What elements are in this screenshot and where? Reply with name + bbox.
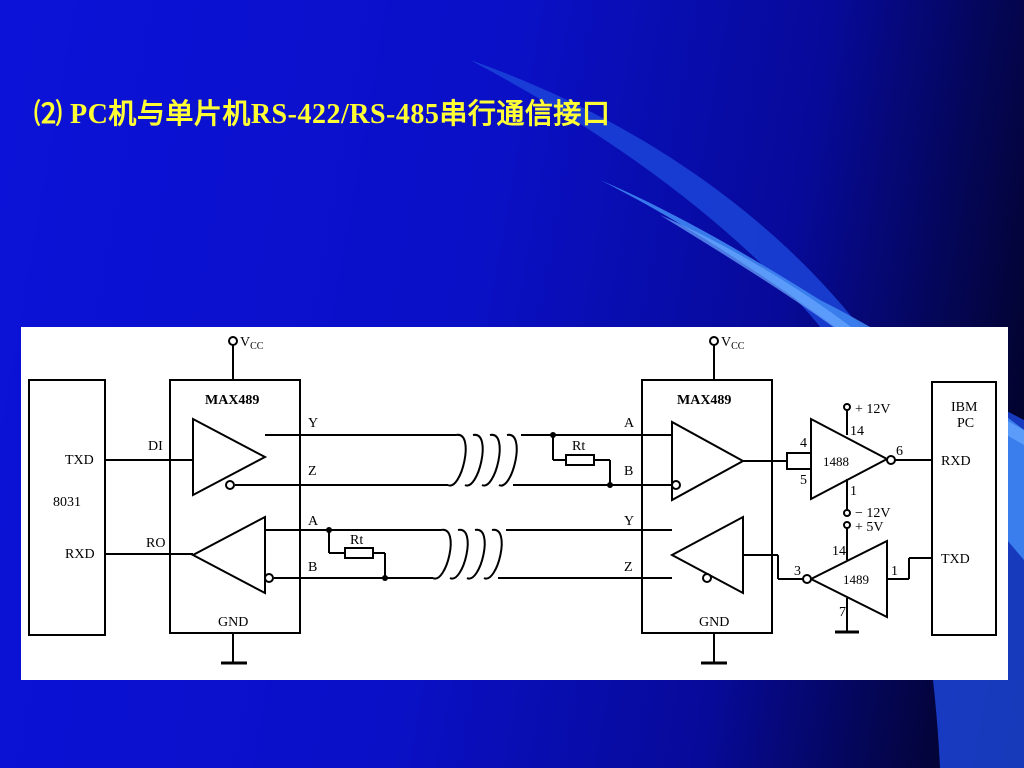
- ic1488-pin4: 4: [800, 436, 807, 451]
- mcu-name-label: 8031: [53, 495, 81, 510]
- left-driver-inv-bubble: [225, 480, 235, 490]
- ic1489-pin14: 14: [832, 544, 846, 559]
- mcu-rxd-label: RXD: [65, 547, 95, 562]
- right-y-label: Y: [624, 514, 634, 529]
- left-rt-label: Rt: [350, 533, 363, 548]
- right-max489-box: [641, 379, 773, 634]
- left-vcc-label: VCC: [240, 335, 264, 352]
- mcu-8031-box: [28, 379, 106, 636]
- pc-name-line1: IBM: [951, 400, 978, 415]
- pc-name-line2: PC: [957, 416, 974, 431]
- ic1488-pin1: 1: [850, 484, 857, 499]
- left-receiver: [190, 515, 266, 595]
- ic1489-pin7: 7: [839, 605, 846, 620]
- ic1488-vn-label: − 12V: [855, 506, 891, 521]
- left-gnd-label: GND: [218, 615, 248, 630]
- ic1488-pin14: 14: [850, 424, 864, 439]
- left-chip-name: MAX489: [205, 393, 259, 408]
- ic1488-vp-label: + 12V: [855, 402, 891, 417]
- left-di-label: DI: [148, 439, 163, 454]
- mcu-txd-label: TXD: [65, 453, 94, 468]
- ic1488-pin5: 5: [800, 473, 807, 488]
- left-b-label: B: [308, 560, 317, 575]
- right-b-label: B: [624, 464, 633, 479]
- right-gnd-label: GND: [699, 615, 729, 630]
- left-driver: [192, 417, 268, 497]
- right-a-label: A: [624, 416, 635, 431]
- pc-txd-label: TXD: [941, 552, 970, 567]
- left-max489-box: [169, 379, 301, 634]
- slide-title: ⑵ PC机与单片机RS-422/RS-485串行通信接口: [34, 99, 611, 130]
- right-receiver: [671, 420, 746, 502]
- ic1488-name: 1488: [823, 454, 849, 469]
- right-z-label: Z: [624, 560, 633, 575]
- ic1489-name: 1489: [843, 572, 869, 587]
- right-chip-name: MAX489: [677, 393, 731, 408]
- left-ro-label: RO: [146, 536, 165, 551]
- ic1488-pin6: 6: [896, 444, 903, 459]
- left-z-label: Z: [308, 464, 317, 479]
- left-y-label: Y: [308, 416, 318, 431]
- circuit-diagram: VCC VCC MAX489 MAX489 GND GND TXD 8031 R…: [28, 335, 997, 665]
- ic1489-pin3: 3: [794, 564, 801, 579]
- ic1489-pin1: 1: [891, 564, 898, 579]
- ic-1488-gate: [810, 417, 890, 501]
- ic1489-vcc-label: + 5V: [855, 520, 884, 535]
- circuit-panel: VCC VCC MAX489 MAX489 GND GND TXD 8031 R…: [21, 327, 1008, 680]
- ibm-pc-box: [931, 381, 997, 636]
- right-vcc-label: VCC: [721, 335, 745, 352]
- right-rt-label: Rt: [572, 439, 585, 454]
- pc-rxd-label: RXD: [941, 454, 971, 469]
- left-a-label: A: [308, 514, 319, 529]
